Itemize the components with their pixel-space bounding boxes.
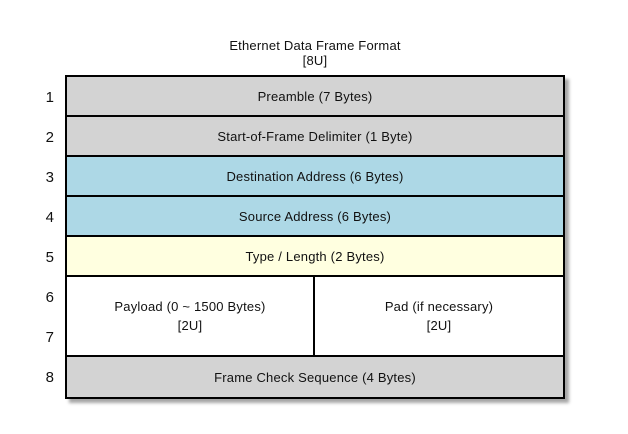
segment-destination-address: Destination Address (6 Bytes)	[67, 157, 563, 197]
row-number-6: 6	[45, 288, 54, 306]
ethernet-frame-table: Preamble (7 Bytes) Start-of-Frame Delimi…	[65, 75, 565, 399]
segment-payload: Payload (0 ~ 1500 Bytes) [2U]	[67, 277, 315, 355]
row-number-8: 8	[45, 368, 54, 386]
payload-label-line2: [2U]	[177, 318, 203, 333]
row-number-column: 1 2 3 4 5 6 7 8	[0, 77, 54, 397]
pad-label-line1: Pad (if necessary)	[384, 299, 494, 314]
segment-payload-pad-row: Payload (0 ~ 1500 Bytes) [2U] Pad (if ne…	[67, 277, 563, 357]
diagram-title-line2: [8U]	[302, 53, 328, 68]
segment-source-address: Source Address (6 Bytes)	[67, 197, 563, 237]
segment-pad: Pad (if necessary) [2U]	[315, 277, 563, 355]
diagram-title: Ethernet Data Frame Format [8U]	[65, 38, 565, 68]
row-number-5: 5	[45, 248, 54, 266]
row-number-2: 2	[45, 128, 54, 146]
row-number-1: 1	[45, 88, 54, 106]
row-number-7: 7	[45, 328, 54, 346]
pad-label-line2: [2U]	[426, 318, 452, 333]
payload-label-line1: Payload (0 ~ 1500 Bytes)	[114, 299, 266, 314]
segment-type-length: Type / Length (2 Bytes)	[67, 237, 563, 277]
row-number-3: 3	[45, 168, 54, 186]
segment-start-of-frame-delimiter: Start-of-Frame Delimiter (1 Byte)	[67, 117, 563, 157]
payload-pad-split: Payload (0 ~ 1500 Bytes) [2U] Pad (if ne…	[67, 277, 563, 355]
segment-frame-check-sequence: Frame Check Sequence (4 Bytes)	[67, 357, 563, 397]
diagram-title-line1: Ethernet Data Frame Format	[229, 38, 401, 53]
segment-preamble: Preamble (7 Bytes)	[67, 77, 563, 117]
row-number-4: 4	[45, 208, 54, 226]
